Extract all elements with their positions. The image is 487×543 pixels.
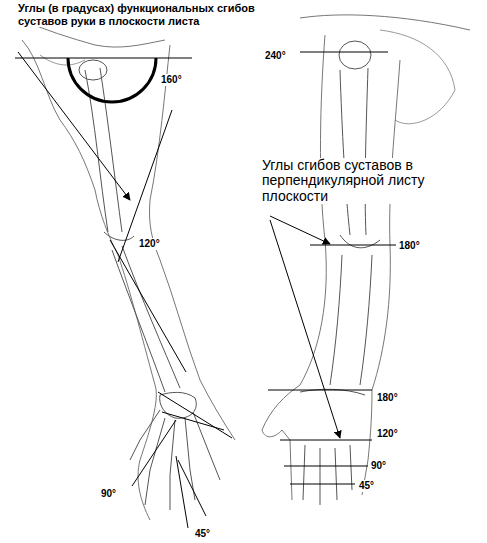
angle-line xyxy=(18,52,130,200)
elbow-joint xyxy=(104,232,134,240)
callout-note: Углы сгибов суставов в перпендикулярной … xyxy=(262,158,462,204)
angle-line xyxy=(284,466,368,467)
left-angle-lines xyxy=(15,52,232,528)
humerus-head xyxy=(339,41,371,69)
humerus-head xyxy=(79,60,107,80)
angle-line xyxy=(280,440,372,441)
angle-value: 180° xyxy=(398,240,421,252)
right-arm-drawing xyxy=(262,15,470,505)
angle-value: 180° xyxy=(376,392,399,404)
angle-line xyxy=(178,460,206,516)
forearm-bones xyxy=(330,255,372,385)
leader-arrow xyxy=(270,216,330,244)
elbow-joint xyxy=(340,235,380,248)
arm-outline xyxy=(300,35,326,385)
angle-value: 120° xyxy=(138,238,161,250)
diagram-title: Углы (в градусах) функциональных сгибов … xyxy=(18,2,268,27)
angle-value: 90° xyxy=(100,488,117,500)
angle-value: 160° xyxy=(160,74,183,86)
arm-outline xyxy=(149,45,235,440)
angle-line xyxy=(118,110,172,262)
leader-arrow xyxy=(270,220,340,438)
angle-arc xyxy=(68,58,156,102)
angle-line xyxy=(15,58,192,59)
clavicle xyxy=(300,15,470,30)
angle-line xyxy=(176,456,188,528)
angle-line xyxy=(132,420,176,486)
angle-line xyxy=(290,484,355,485)
angle-value: 240° xyxy=(264,50,287,62)
forearm-bones xyxy=(112,246,180,392)
angle-value: 45° xyxy=(358,480,375,492)
angle-value: 120° xyxy=(376,428,399,440)
angle-value: 90° xyxy=(370,460,387,472)
angle-line xyxy=(300,52,388,53)
finger-bones xyxy=(303,445,352,505)
arm-outline xyxy=(372,60,400,390)
angle-line xyxy=(310,245,396,246)
hand-outline xyxy=(262,385,372,500)
right-angle-lines xyxy=(268,52,396,484)
humerus-bone xyxy=(340,68,368,235)
angle-line xyxy=(110,240,186,372)
scapula xyxy=(380,30,455,124)
angle-line xyxy=(268,390,372,391)
scapula xyxy=(40,55,85,65)
angle-value: 45° xyxy=(194,528,211,540)
left-arm-drawing xyxy=(22,20,235,520)
humerus-bone xyxy=(85,68,122,232)
